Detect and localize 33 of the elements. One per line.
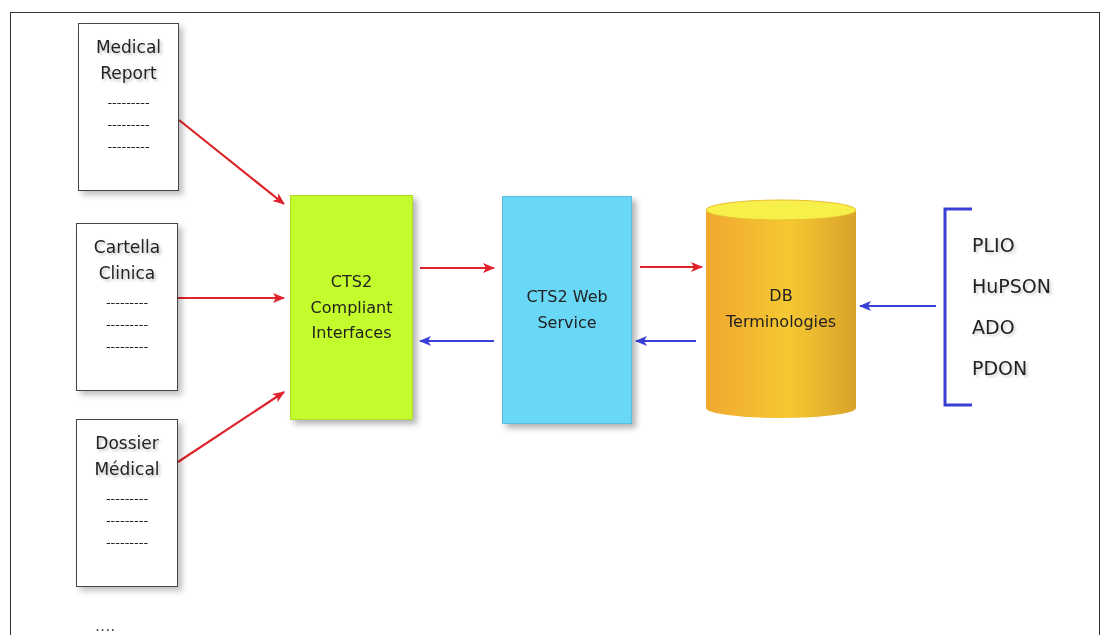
placeholder-line: --------- <box>105 339 149 353</box>
document-box <box>76 419 178 587</box>
arrow <box>640 262 703 272</box>
placeholder-line: --------- <box>105 317 149 331</box>
placeholder-line: --------- <box>105 513 149 527</box>
ontology-name: PDON <box>972 357 1028 379</box>
ellipsis-note: .... <box>95 616 116 635</box>
process-box <box>290 195 413 420</box>
document-box <box>76 223 178 391</box>
arrow <box>420 263 495 273</box>
ontology-name: HuPSON <box>972 276 1051 297</box>
document-box <box>78 23 179 191</box>
placeholder-line: --------- <box>105 295 149 309</box>
arrow <box>177 391 285 463</box>
ontology-name: ADO <box>972 317 1015 338</box>
box-label: CTS2 Web Service <box>525 286 609 334</box>
arrow <box>859 301 936 311</box>
arrow <box>635 336 696 346</box>
placeholder-line: --------- <box>105 491 149 505</box>
database-label: DB Terminologies <box>726 285 836 333</box>
arrow <box>178 119 285 205</box>
box-label: CTS2 Compliant Interfaces <box>309 271 394 345</box>
document-title: Dossier Médical <box>93 432 161 482</box>
placeholder-line: --------- <box>107 95 150 109</box>
arrow <box>419 336 494 346</box>
placeholder-line: --------- <box>107 139 150 153</box>
ontology-name: PLIO <box>972 235 1015 257</box>
document-title: Medical Report <box>94 36 163 86</box>
document-title: Cartella Clinica <box>92 236 162 286</box>
arrow <box>178 293 285 303</box>
process-box <box>502 196 632 424</box>
placeholder-line: --------- <box>105 535 149 549</box>
placeholder-line: --------- <box>107 117 150 131</box>
